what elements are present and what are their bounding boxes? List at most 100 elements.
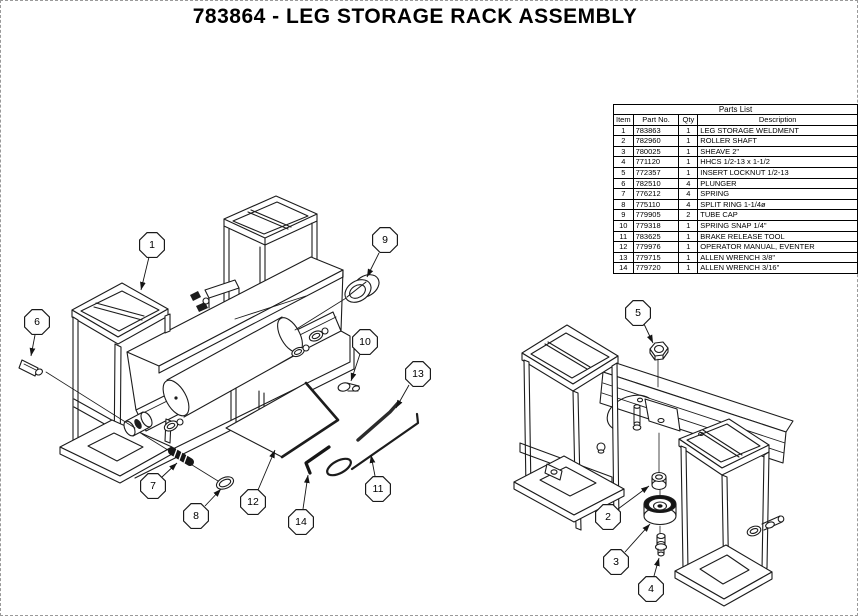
callout-balloon-7: 7	[140, 473, 166, 499]
parts-list-title: Parts List	[613, 104, 858, 115]
parts-cell-qty: 2	[678, 209, 699, 221]
parts-cell-part_no: 775110	[632, 198, 680, 211]
callout-balloon-9: 9	[372, 227, 398, 253]
parts-cell-qty: 1	[678, 156, 699, 168]
parts-cell-part_no: 780025	[632, 145, 680, 158]
parts-cell-part_no: 783863	[632, 124, 680, 137]
column-header-description: Description	[697, 114, 858, 126]
callout-balloon-12: 12	[240, 489, 266, 515]
parts-cell-item: 12	[613, 241, 634, 253]
callout-number: 6	[34, 316, 40, 328]
callout-balloon-8: 8	[183, 503, 209, 529]
parts-cell-item: 9	[613, 209, 634, 221]
part-sheave	[643, 494, 677, 526]
parts-cell-description: BRAKE RELEASE TOOL	[697, 230, 858, 243]
callout-number: 7	[150, 480, 156, 492]
part-roller-shaft	[651, 471, 667, 491]
parts-cell-part_no: 776212	[632, 188, 680, 200]
parts-list: Parts List Item Part No. Qty Description…	[613, 104, 858, 274]
parts-cell-description: HHCS 1/2-13 x 1-1/2	[697, 156, 858, 168]
callout-balloon-6: 6	[24, 309, 50, 335]
right-axis-line	[657, 358, 661, 534]
callout-balloon-11: 11	[365, 476, 391, 502]
parts-cell-description: ALLEN WRENCH 3/16"	[697, 262, 858, 274]
parts-cell-qty: 4	[678, 198, 699, 211]
parts-cell-description: LEG STORAGE WELDMENT	[697, 124, 858, 137]
part-allen-wrench-316	[304, 445, 331, 475]
parts-cell-item: 13	[613, 251, 634, 264]
callout-number: 12	[247, 496, 259, 508]
parts-cell-qty: 1	[678, 145, 699, 158]
parts-cell-item: 8	[613, 198, 634, 211]
parts-cell-part_no: 772357	[632, 166, 680, 179]
part-allen-wrench-38	[356, 401, 400, 442]
parts-cell-qty: 4	[678, 188, 699, 200]
part-plunger	[18, 359, 43, 377]
right-view-drawing	[513, 324, 794, 607]
callout-number: 13	[412, 368, 424, 380]
parts-cell-item: 2	[613, 135, 634, 147]
parts-cell-part_no: 779318	[632, 219, 680, 232]
callout-number: 14	[295, 516, 307, 528]
parts-cell-qty: 1	[678, 230, 699, 243]
callout-balloon-1: 1	[139, 232, 165, 258]
parts-cell-item: 5	[613, 166, 634, 179]
parts-cell-item: 11	[613, 230, 634, 243]
parts-cell-part_no: 771120	[632, 156, 680, 168]
parts-cell-qty: 1	[678, 262, 699, 274]
parts-cell-part_no: 783625	[632, 230, 680, 243]
parts-cell-description: SPRING SNAP 1/4"	[697, 219, 858, 232]
parts-cell-part_no: 779720	[632, 262, 680, 274]
callout-number: 11	[372, 483, 384, 495]
parts-cell-description: SHEAVE 2"	[697, 145, 858, 158]
parts-cell-description: INSERT LOCKNUT 1/2-13	[697, 166, 858, 179]
parts-list-table: Parts List Item Part No. Qty Description…	[613, 104, 858, 274]
callout-balloon-13: 13	[405, 361, 431, 387]
callout-number: 8	[193, 510, 199, 522]
parts-cell-item: 4	[613, 156, 634, 168]
callout-number: 10	[359, 336, 371, 348]
parts-cell-qty: 1	[678, 219, 699, 232]
callout-balloon-3: 3	[603, 549, 629, 575]
parts-list-title-row: Parts List	[613, 104, 858, 115]
part-brake-release-tool	[326, 412, 420, 477]
parts-cell-part_no: 779976	[632, 241, 680, 253]
parts-cell-item: 10	[613, 219, 634, 232]
back-pocket	[223, 195, 318, 437]
parts-cell-description: PLUNGER	[697, 177, 858, 190]
parts-cell-part_no: 782960	[632, 135, 680, 147]
parts-cell-part_no: 779715	[632, 251, 680, 264]
callout-balloon-2: 2	[595, 504, 621, 530]
column-header-qty: Qty	[678, 114, 699, 126]
part-operator-manual	[225, 381, 340, 459]
parts-cell-item: 14	[613, 262, 634, 274]
column-header-part-no: Part No.	[632, 114, 680, 126]
callout-number: 9	[382, 234, 388, 246]
callout-number: 2	[605, 511, 611, 523]
parts-cell-part_no: 779905	[632, 209, 680, 221]
parts-cell-item: 6	[613, 177, 634, 190]
parts-cell-part_no: 782510	[632, 177, 680, 190]
parts-cell-qty: 1	[678, 251, 699, 264]
page-title: 783864 - LEG STORAGE RACK ASSEMBLY	[192, 5, 638, 28]
parts-cell-description: ROLLER SHAFT	[697, 135, 858, 147]
callout-balloon-5: 5	[625, 300, 651, 326]
roller	[123, 316, 303, 437]
parts-cell-description: TUBE CAP	[697, 209, 858, 221]
callout-number: 4	[648, 583, 654, 595]
part-spring	[168, 447, 194, 466]
